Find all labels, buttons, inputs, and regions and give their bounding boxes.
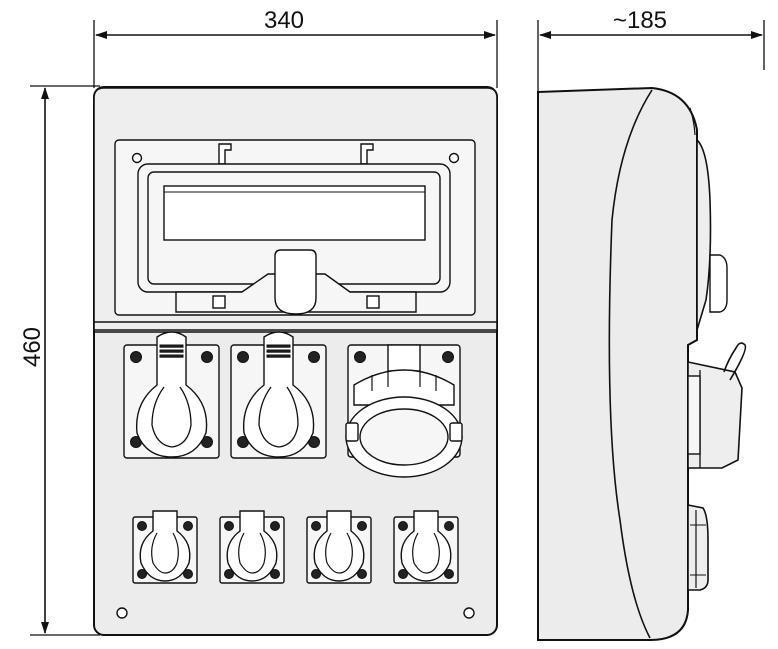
dimension-width: 340: [93, 7, 498, 88]
depth-label: ~185: [613, 7, 667, 34]
side-knob: [709, 254, 728, 313]
mounting-hole: [116, 607, 128, 619]
small-socket[interactable]: [132, 510, 198, 584]
screw-hole: [131, 152, 143, 164]
small-socket[interactable]: [306, 510, 372, 584]
large-socket-16a[interactable]: [230, 331, 327, 459]
screw-hole: [448, 152, 460, 164]
small-socket[interactable]: [393, 510, 459, 584]
height-label: 460: [19, 327, 46, 367]
large-socket-16a[interactable]: [123, 331, 220, 459]
breaker-window: [93, 87, 498, 333]
large-socket-32a[interactable]: [345, 344, 463, 478]
breaker-slot: [163, 185, 426, 241]
width-label: 340: [264, 7, 304, 34]
dimension-height: 460: [19, 85, 100, 636]
small-socket-side-profile: [687, 504, 709, 591]
enclosure-side-body: [537, 86, 698, 641]
cover-latch[interactable]: [274, 249, 317, 315]
side-view: [537, 86, 747, 641]
dimension-depth: ~185: [537, 7, 765, 95]
mounting-hole: [463, 607, 475, 619]
socket-side-profile: [687, 342, 747, 469]
front-view: [93, 86, 498, 636]
small-socket[interactable]: [219, 510, 285, 584]
